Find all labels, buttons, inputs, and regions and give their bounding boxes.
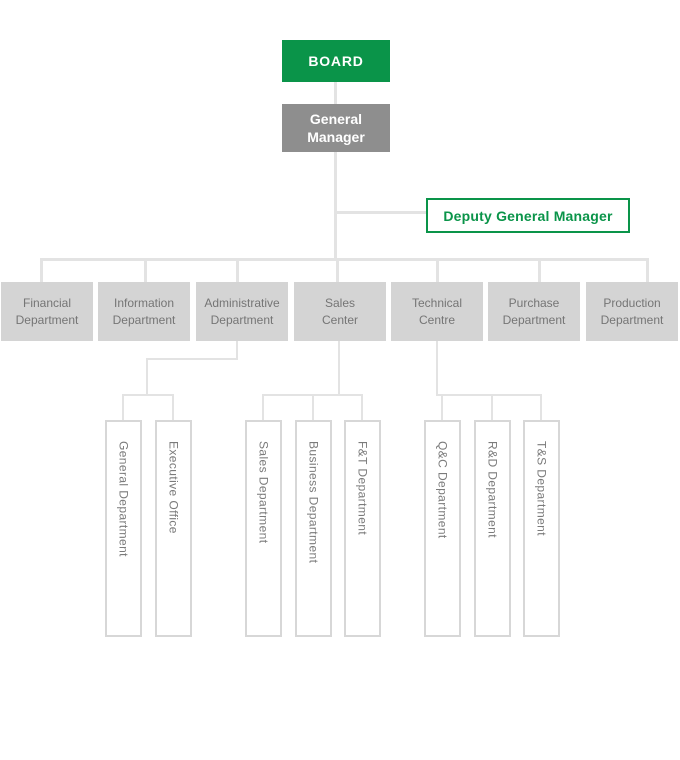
sub-department-label: Sales Department (256, 441, 271, 544)
admin-drop-1 (122, 394, 124, 420)
sub-department-label: R&D Department (485, 441, 500, 538)
department-node-technical-centre: Technical Centre (391, 282, 483, 341)
admin-jog-horizontal (146, 358, 238, 360)
sub-department-label: Q&C Department (435, 441, 450, 539)
board-node: BOARD (282, 40, 390, 82)
connector-drop-financial (40, 258, 43, 282)
deputy-general-manager-label: Deputy General Manager (443, 207, 613, 224)
sub-department-node-business-department: Business Department (295, 420, 332, 637)
connector-board-gm (334, 82, 337, 106)
admin-jog-vertical (146, 358, 148, 396)
department-node-financial: Financial Department (1, 282, 93, 341)
sales-drop-3 (361, 394, 363, 420)
connector-drop-information (144, 258, 147, 282)
board-label: BOARD (308, 53, 364, 69)
admin-feed (236, 341, 238, 360)
department-node-production: Production Department (586, 282, 678, 341)
department-label-line: Department (210, 312, 274, 327)
department-label-line: Department (502, 312, 566, 327)
connector-deputy-branch (334, 211, 426, 214)
department-label-line: Technical (411, 295, 463, 310)
admin-rail (122, 394, 174, 396)
deputy-general-manager-node: Deputy General Manager (426, 198, 630, 233)
main-rail (40, 258, 648, 261)
technical-drop-3 (540, 394, 542, 420)
sales-drop-1 (262, 394, 264, 420)
department-node-sales-center: Sales Center (294, 282, 386, 341)
sub-department-node-ts-department: T&S Department (523, 420, 560, 637)
sales-feed (338, 341, 340, 396)
connector-drop-production (646, 258, 649, 282)
sub-department-label: Business Department (306, 441, 321, 564)
technical-drop-1 (441, 394, 443, 420)
connector-drop-technical (436, 258, 439, 282)
department-label-line: Sales (324, 295, 356, 310)
department-label-line: Department (15, 312, 79, 327)
department-label-line: Centre (418, 312, 456, 327)
sub-department-label: T&S Department (534, 441, 549, 536)
general-manager-node: General Manager (282, 104, 390, 152)
sub-department-node-rd-department: R&D Department (474, 420, 511, 637)
department-node-information: Information Department (98, 282, 190, 341)
department-node-administrative: Administrative Department (196, 282, 288, 341)
technical-feed (436, 341, 438, 396)
technical-rail (436, 394, 542, 396)
connector-drop-administrative (236, 258, 239, 282)
department-label-line: Department (112, 312, 176, 327)
sub-department-node-qc-department: Q&C Department (424, 420, 461, 637)
technical-drop-2 (491, 394, 493, 420)
department-label-line: Production (603, 295, 661, 310)
department-label-line: Financial (22, 295, 72, 310)
sub-department-node-ft-department: F&T Department (344, 420, 381, 637)
department-label-line: Administrative (204, 295, 280, 310)
department-node-purchase: Purchase Department (488, 282, 580, 341)
sub-department-label: F&T Department (355, 441, 370, 536)
sub-department-node-general-department: General Department (105, 420, 142, 637)
sub-department-label: General Department (116, 441, 131, 557)
sales-drop-2 (312, 394, 314, 420)
department-label-line: Information (113, 295, 175, 310)
department-label-line: Department (600, 312, 664, 327)
sub-department-node-sales-department: Sales Department (245, 420, 282, 637)
general-manager-label-line1: General (309, 111, 363, 127)
department-label-line: Center (321, 312, 359, 327)
connector-drop-purchase (538, 258, 541, 282)
general-manager-label-line2: Manager (307, 129, 365, 145)
connector-drop-sales (336, 258, 339, 282)
sub-department-label: Executive Office (166, 441, 181, 534)
connector-gm-main-rail (334, 152, 337, 261)
sub-department-node-executive-office: Executive Office (155, 420, 192, 637)
department-label-line: Purchase (508, 295, 560, 310)
admin-drop-2 (172, 394, 174, 420)
